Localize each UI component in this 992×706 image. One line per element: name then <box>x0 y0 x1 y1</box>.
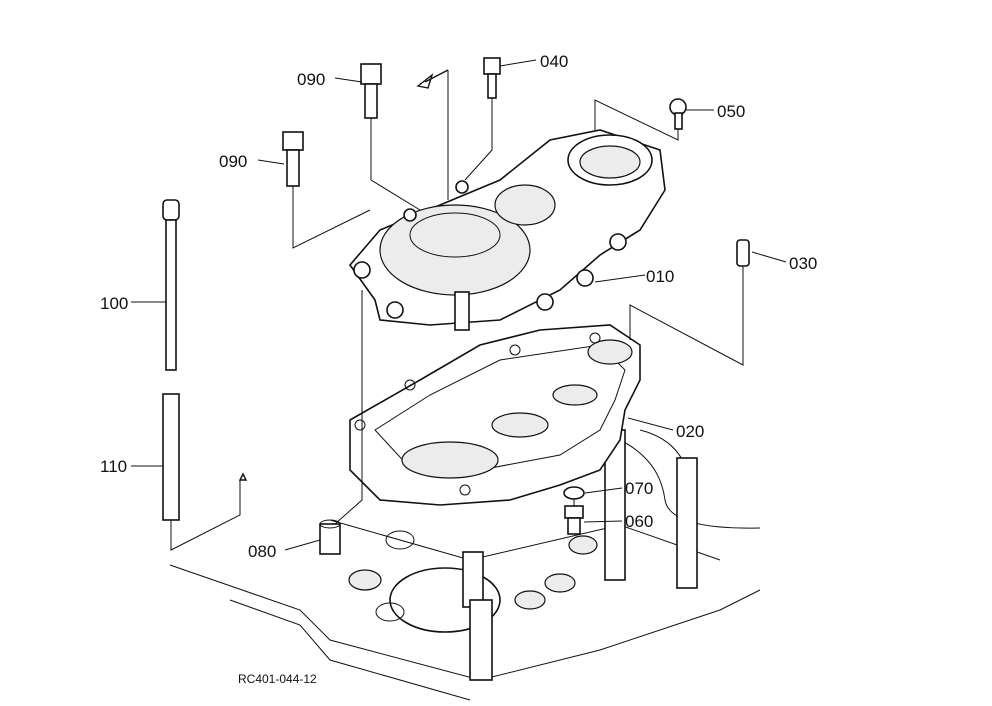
bolt-090-lower <box>282 131 304 187</box>
tube-110 <box>162 393 180 521</box>
callout-010: 010 <box>646 267 674 286</box>
callout-030: 030 <box>789 254 817 273</box>
callout-070: 070 <box>625 479 653 498</box>
bolt-040 <box>483 57 501 99</box>
engine-block <box>169 429 761 701</box>
leader-lines <box>131 59 787 551</box>
callout-090-upper: 090 <box>297 70 325 89</box>
drawing-code: RC401-044-12 <box>238 672 317 686</box>
plug-060 <box>564 505 584 535</box>
callout-020: 020 <box>676 422 704 441</box>
callout-050: 050 <box>717 102 745 121</box>
bushing-080 <box>319 519 341 555</box>
callout-080: 080 <box>248 542 276 561</box>
bolt-090-upper <box>360 63 382 119</box>
washer-070 <box>563 486 585 500</box>
callout-110: 110 <box>100 457 127 476</box>
gear-case <box>349 324 641 506</box>
pin-030 <box>736 239 750 267</box>
assembly-lines <box>170 69 744 551</box>
callout-100: 100 <box>100 294 128 313</box>
callout-090-lower: 090 <box>219 152 247 171</box>
callout-040: 040 <box>540 52 568 71</box>
screw-050 <box>669 98 687 130</box>
gear-case-cover <box>348 129 666 331</box>
callout-060: 060 <box>625 512 653 531</box>
rod-100 <box>162 199 180 371</box>
